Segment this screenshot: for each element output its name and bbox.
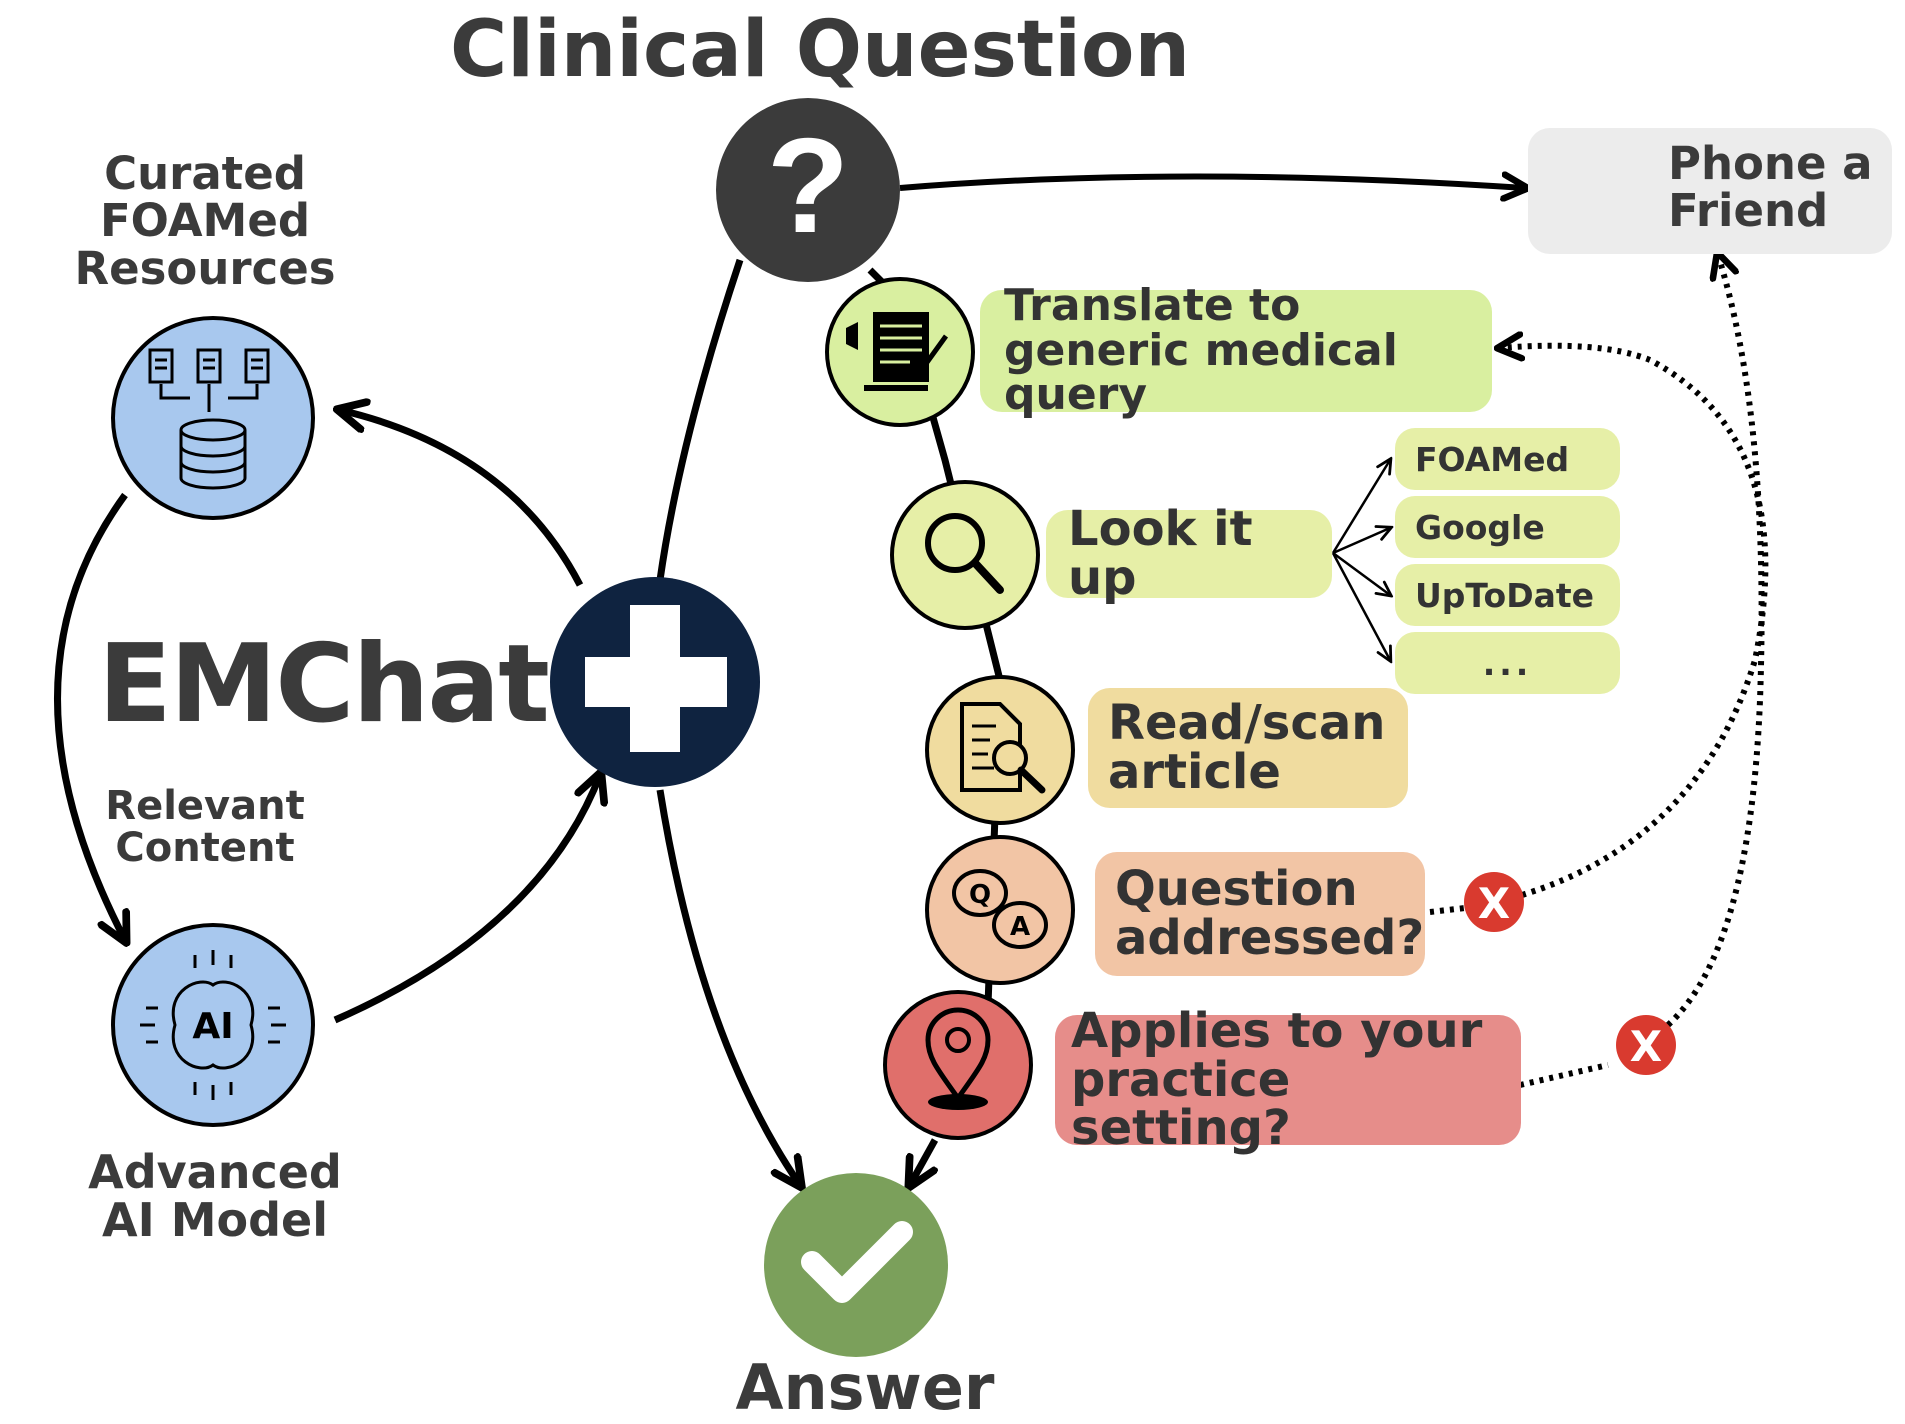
read-step-node <box>925 675 1075 825</box>
emchat-node <box>550 577 760 787</box>
source-more: ... <box>1395 632 1620 694</box>
ai-model-node: AI <box>111 923 315 1127</box>
fail-marker-practice-setting: X <box>1616 1015 1676 1075</box>
location-step-node <box>883 990 1033 1140</box>
translate-step-node <box>825 277 975 427</box>
source-google: Google <box>1395 496 1620 558</box>
arrow-resources-to-model <box>54 492 126 940</box>
svg-text:Q: Q <box>969 880 991 910</box>
fail-marker-question-addressed: X <box>1464 872 1524 932</box>
step-translate: Translate to generic medical query <box>980 283 1492 417</box>
document-pen-icon <box>846 312 949 391</box>
database-icon <box>148 348 270 490</box>
step-read-scan: Read/scan article <box>1088 688 1408 808</box>
question-node: ? <box>716 98 900 282</box>
resources-node <box>111 316 315 520</box>
step-look-it-up: Look it up <box>1046 505 1332 602</box>
source-uptodate: UpToDate <box>1395 564 1620 626</box>
qa-step-node: Q A <box>925 835 1075 985</box>
resources-label: Curated FOAMed Resources <box>74 147 336 295</box>
relevant-content-label: Relevant Content <box>105 783 305 871</box>
arrow-location-to-answer <box>910 1138 939 1185</box>
step-question-addressed: Question addressed? <box>1095 852 1425 976</box>
line-question-to-emchat <box>656 258 744 581</box>
answer-label: Answer <box>735 1351 995 1424</box>
step-practice-setting: Applies to your practice setting? <box>1055 1006 1521 1153</box>
arrow-emchat-to-answer <box>656 789 800 1185</box>
question-mark-icon: ? <box>767 110 849 261</box>
svg-text:AI: AI <box>192 1006 233 1047</box>
document-search-icon <box>960 702 1046 794</box>
arrow-question-to-phone <box>899 177 1525 189</box>
svg-text:X: X <box>1630 1022 1662 1071</box>
ai-chip-icon: AI <box>140 950 286 1100</box>
dotted-practice-setting-feedback <box>1519 255 1765 1088</box>
checkmark-icon <box>801 1221 913 1303</box>
svg-text:X: X <box>1478 879 1510 928</box>
medical-cross-icon <box>585 605 727 752</box>
arrow-emchat-to-resources <box>340 410 584 587</box>
ai-model-label: Advanced AI Model <box>88 1145 342 1248</box>
source-foamed: FOAMed <box>1395 428 1620 490</box>
answer-node <box>764 1173 948 1357</box>
app-name: EMChat <box>98 622 550 747</box>
magnifier-icon <box>925 513 1004 594</box>
phone-a-friend-label: Phone a Friend <box>1668 137 1873 238</box>
page-title: Clinical Question <box>450 5 1191 95</box>
lookup-branch-arrows <box>1331 460 1390 660</box>
qa-bubbles-icon: Q A <box>952 869 1048 949</box>
phone-a-friend-box <box>1528 128 1892 254</box>
lookup-step-node <box>890 480 1040 630</box>
location-pin-icon <box>925 1007 991 1110</box>
svg-text:A: A <box>1010 912 1030 942</box>
arrow-model-to-emchat <box>333 775 600 1024</box>
